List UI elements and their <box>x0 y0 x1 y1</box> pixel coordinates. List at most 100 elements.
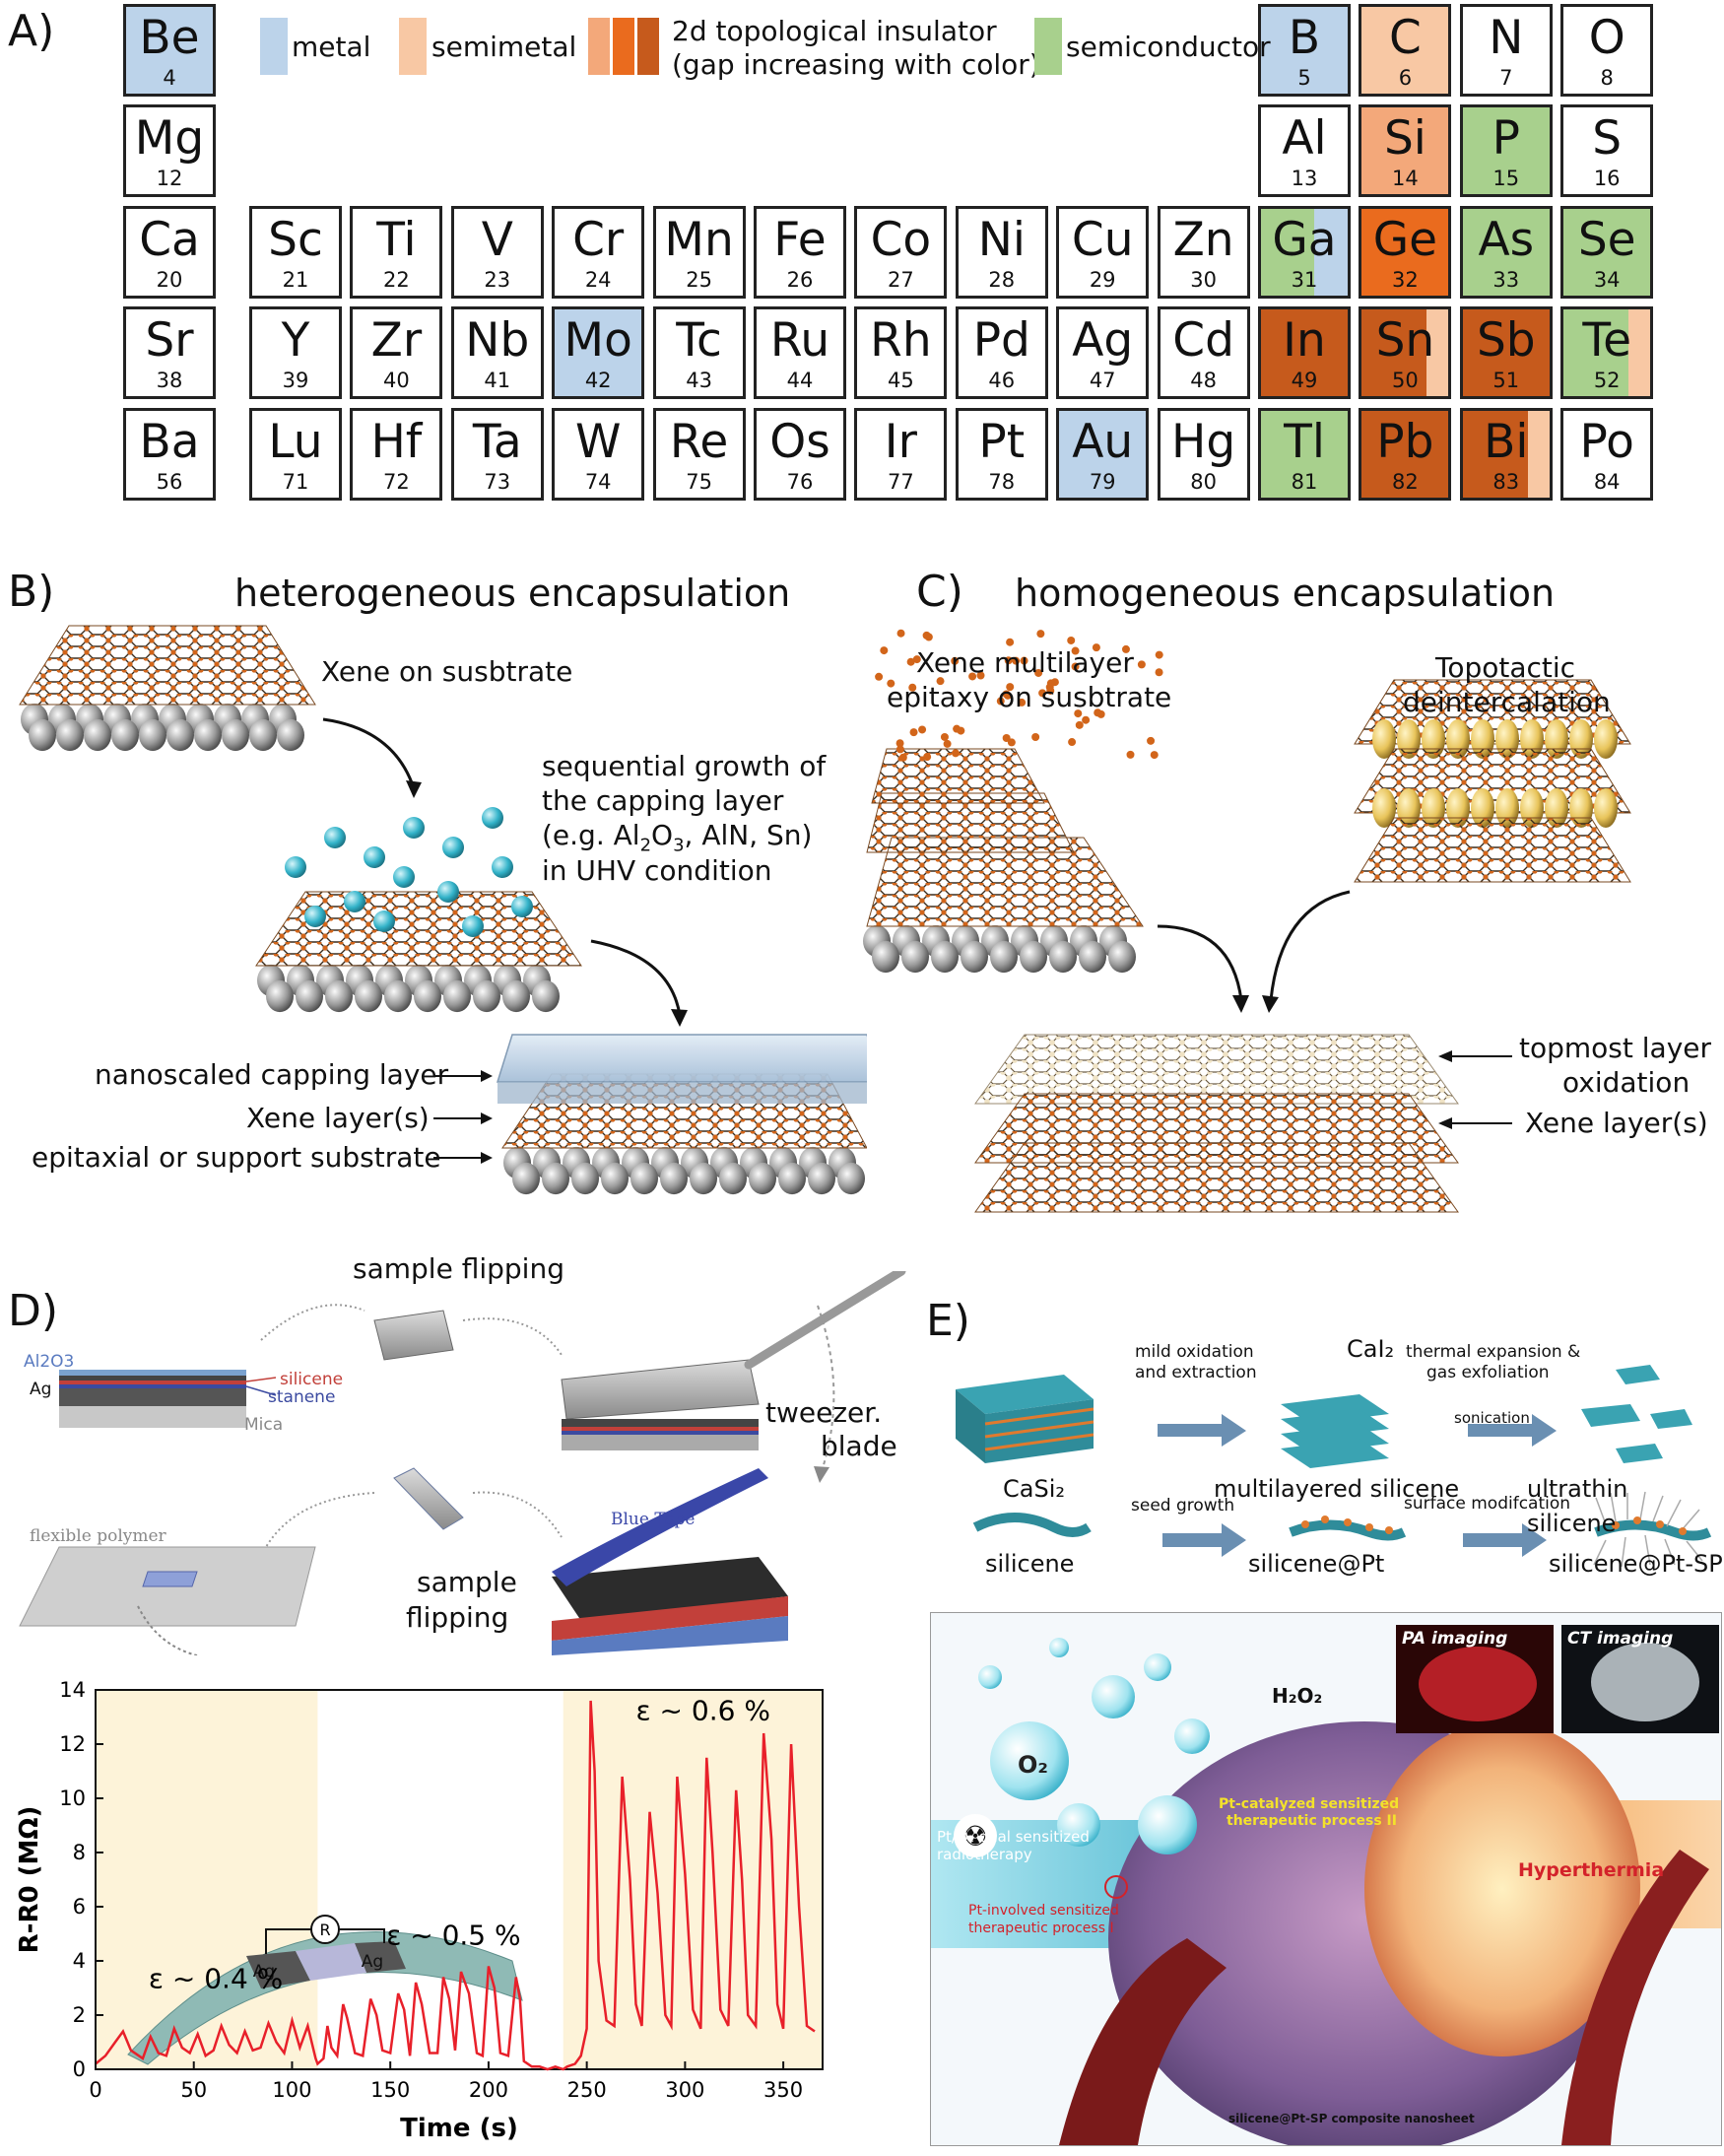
legend-swatch-metal <box>260 18 288 75</box>
element-symbol: N <box>1489 11 1524 65</box>
flexible-polymer-graphic <box>19 1546 316 1627</box>
element-symbol: B <box>1288 11 1321 65</box>
substrate-atom <box>690 1162 717 1195</box>
element-symbol: V <box>481 212 513 267</box>
element-symbol: Sr <box>145 313 194 369</box>
sonication-label: sonication <box>1454 1409 1530 1427</box>
element-symbol: Hg <box>1171 414 1236 469</box>
deposited-atom <box>1038 689 1047 698</box>
substrate-atom <box>719 1162 747 1195</box>
element-number: 24 <box>584 267 612 292</box>
capping-atom <box>482 807 503 829</box>
therapy-graphic: ☢ <box>931 1625 1721 2145</box>
capping-atom <box>511 896 533 917</box>
substrate-atom <box>630 1162 658 1195</box>
element-symbol: Ni <box>977 212 1026 267</box>
deposited-atom <box>1018 698 1027 707</box>
element-number: 29 <box>1089 267 1116 292</box>
pt-catalyzed-label-2: therapeutic process II <box>1227 1813 1397 1829</box>
blue-tape-graphic <box>552 1468 788 1655</box>
panel-e-synthesis <box>956 1365 1712 1568</box>
deposited-atom <box>968 672 977 681</box>
element-symbol: As <box>1478 212 1535 267</box>
mica-label: Mica <box>244 1415 284 1435</box>
deposited-atom <box>1071 662 1080 671</box>
topotactic-label-1: Topotactic <box>1435 651 1576 684</box>
y-tick-label: 8 <box>73 1841 86 1864</box>
silicene-e-label: silicene <box>985 1550 1075 1578</box>
oxidation-label-1: topmost layer <box>1519 1032 1712 1064</box>
element-symbol: Se <box>1577 212 1636 267</box>
deposited-atom <box>908 683 917 692</box>
element-number: 26 <box>786 267 814 292</box>
oxidation-label-2: oxidation <box>1562 1066 1691 1099</box>
surface-mod-label: surface modifcation <box>1404 1494 1571 1514</box>
deposited-atom <box>898 753 907 762</box>
intercalant-atom <box>1372 788 1396 828</box>
element-symbol: Ti <box>376 212 417 267</box>
deposited-atom <box>940 732 949 741</box>
legend-swatch-ti-light <box>588 18 610 75</box>
o2-label: O₂ <box>1018 1751 1048 1779</box>
element-number: 73 <box>484 469 511 494</box>
element-symbol: C <box>1388 11 1422 65</box>
capping-atom <box>344 891 365 912</box>
element-number: 74 <box>584 469 612 494</box>
deposited-atom <box>912 655 921 664</box>
element-number: 13 <box>1291 167 1318 191</box>
element-symbol: Fe <box>773 212 827 267</box>
deposited-atom <box>1150 751 1159 760</box>
y-tick-label: 12 <box>59 1732 86 1756</box>
deposited-atom <box>1082 715 1091 724</box>
element-symbol: S <box>1592 111 1623 167</box>
tweezer-label-1: tweezer. <box>765 1396 883 1429</box>
element-strip <box>1628 309 1651 397</box>
y-tick-label: 14 <box>59 1678 86 1702</box>
deposited-atom <box>887 679 895 688</box>
element-number: 45 <box>888 369 914 393</box>
deposited-atom <box>1155 668 1163 677</box>
element-number: 32 <box>1392 267 1419 292</box>
element-number: 51 <box>1492 369 1520 393</box>
deposited-atom <box>1092 643 1100 652</box>
silicene-label: silicene <box>280 1370 344 1389</box>
substrate-atom <box>249 718 277 752</box>
channel-graphic <box>296 1943 366 1981</box>
deposited-atom <box>1137 660 1146 669</box>
capping-atom <box>462 915 484 937</box>
y-tick-label: 4 <box>73 1949 86 1973</box>
element-number: 77 <box>888 469 914 494</box>
electrode-left-graphic <box>246 1951 310 1988</box>
substrate-atom <box>222 718 249 752</box>
substrate-atom <box>414 979 441 1013</box>
substrate-atom <box>29 718 56 752</box>
deposited-atom <box>1126 750 1135 759</box>
panel-d-process-illustration <box>19 1271 906 1655</box>
deposited-atom <box>1004 656 1013 665</box>
deposited-atom <box>895 745 904 754</box>
therapy-illustration: ☢ PA imaging CT imaging H₂O₂ O₂ Pt-catal… <box>930 1612 1722 2146</box>
x-tick-label: 50 <box>180 2078 207 2102</box>
deposited-atom <box>923 753 932 762</box>
deposited-atom <box>1094 708 1102 717</box>
element-number: 46 <box>988 369 1016 393</box>
substrate-atom <box>355 979 382 1013</box>
growth-label-2: the capping layer <box>542 784 784 817</box>
silicene-pt-label: silicene@Pt <box>1248 1550 1385 1578</box>
layer-stack-graphic <box>59 1370 277 1428</box>
